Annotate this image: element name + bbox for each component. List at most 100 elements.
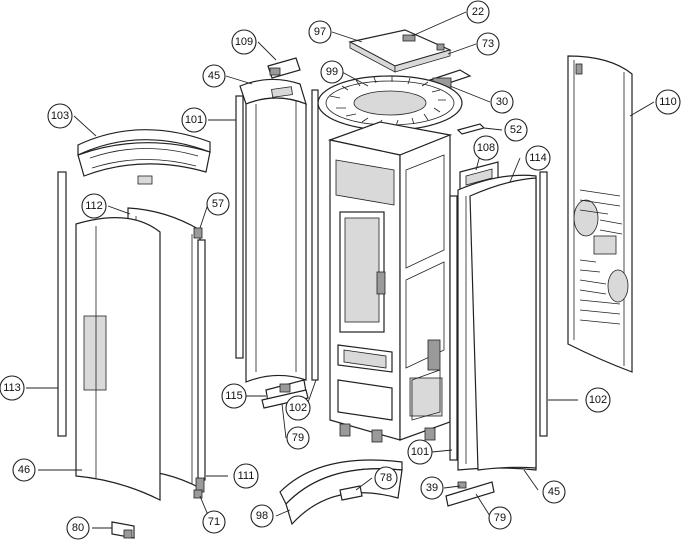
callout-number: 78 xyxy=(380,472,392,484)
callout-circle xyxy=(490,90,514,114)
callout-number: 98 xyxy=(256,510,268,522)
callout-c80: 80 xyxy=(66,516,90,540)
callout-c71: 71 xyxy=(202,510,226,534)
callout-number: 71 xyxy=(208,516,220,528)
callout-c78: 78 xyxy=(374,466,398,490)
bracket-109 xyxy=(267,57,301,79)
callout-circle xyxy=(66,516,90,540)
callout-number: 111 xyxy=(238,470,255,482)
right-front-panel xyxy=(457,174,537,471)
callout-number: 79 xyxy=(494,512,506,524)
callout-number: 30 xyxy=(496,96,508,108)
bracket-79-right xyxy=(445,481,495,507)
callout-circle xyxy=(0,375,25,401)
callout-number: 109 xyxy=(235,36,253,48)
side-strip-113 xyxy=(57,171,67,437)
callout-circle xyxy=(206,192,230,216)
left-rear-panel xyxy=(239,78,307,383)
callout-circle xyxy=(476,32,500,56)
callout-circle xyxy=(81,193,107,219)
side-strip-101-left xyxy=(235,95,244,359)
callout-c102b: 102 xyxy=(585,387,611,413)
callout-circle xyxy=(320,60,344,84)
callout-c103: 103 xyxy=(47,103,73,129)
callout-c98: 98 xyxy=(250,504,274,528)
callout-c102a: 102 xyxy=(285,395,311,421)
callout-number: 113 xyxy=(3,382,21,394)
callout-c22: 22 xyxy=(466,0,490,24)
bottom-ring-98 xyxy=(279,459,403,526)
callout-circle xyxy=(181,107,207,133)
callout-number: 102 xyxy=(289,402,307,414)
callout-c97: 97 xyxy=(308,20,332,44)
hook-52 xyxy=(456,123,486,135)
callout-circle xyxy=(407,439,433,465)
callout-c110: 110 xyxy=(655,89,681,115)
bracket-79-left xyxy=(261,389,309,409)
callout-number: 46 xyxy=(18,464,30,476)
callout-number: 52 xyxy=(510,124,522,136)
callout-circle xyxy=(202,64,226,88)
callout-number: 110 xyxy=(659,96,677,108)
callout-circle xyxy=(655,89,681,115)
callout-number: 80 xyxy=(72,522,84,534)
side-strip-101-right xyxy=(449,195,458,461)
rear-perforated-panel-110 xyxy=(567,55,633,373)
callout-circle xyxy=(202,510,226,534)
clip-71 xyxy=(193,489,203,499)
callout-number: 108 xyxy=(477,142,495,154)
callout-c45a: 45 xyxy=(202,64,226,88)
clip-22 xyxy=(402,34,416,42)
top-ring-103 xyxy=(77,129,211,185)
callout-circle xyxy=(488,506,512,530)
callout-c108: 108 xyxy=(473,135,499,161)
callout-circle xyxy=(12,458,36,482)
callout-number: 22 xyxy=(472,6,484,18)
callout-number: 57 xyxy=(212,198,224,210)
callout-circle xyxy=(473,135,499,161)
callout-c111: 111 xyxy=(233,463,259,489)
callout-number: 101 xyxy=(185,114,203,126)
callout-number: 114 xyxy=(529,152,547,164)
clip-57 xyxy=(193,227,203,239)
front-panel-46 xyxy=(75,217,161,501)
callout-circle xyxy=(585,387,611,413)
callout-c101a: 101 xyxy=(181,107,207,133)
callout-number: 115 xyxy=(225,390,243,402)
callout-c45b: 45 xyxy=(542,480,566,504)
callout-number: 39 xyxy=(426,482,438,494)
callout-number: 101 xyxy=(411,446,429,458)
callout-c46: 46 xyxy=(12,458,36,482)
callout-c57: 57 xyxy=(206,192,230,216)
callout-circle xyxy=(542,480,566,504)
callout-c73: 73 xyxy=(476,32,500,56)
callout-c79a: 79 xyxy=(286,426,310,450)
callout-c115: 115 xyxy=(221,383,247,409)
side-strip-102-inner xyxy=(311,89,319,381)
callout-circle xyxy=(250,504,274,528)
callout-number: 99 xyxy=(326,66,338,78)
callout-c30: 30 xyxy=(490,90,514,114)
callout-circle xyxy=(525,145,551,171)
callout-circle xyxy=(466,0,490,24)
callout-circle xyxy=(308,20,332,44)
clip-39 xyxy=(457,481,467,489)
callout-c79b: 79 xyxy=(488,506,512,530)
callout-circle xyxy=(286,426,310,450)
callout-number: 112 xyxy=(85,200,103,212)
callout-number: 73 xyxy=(482,38,494,50)
callout-circle xyxy=(233,463,259,489)
callout-c52: 52 xyxy=(504,118,528,142)
callout-number: 97 xyxy=(314,26,326,38)
callout-c101b: 101 xyxy=(407,439,433,465)
bracket-80 xyxy=(111,521,135,539)
callout-c114: 114 xyxy=(525,145,551,171)
callout-c39: 39 xyxy=(420,476,444,500)
callout-c99: 99 xyxy=(320,60,344,84)
callout-circle xyxy=(221,383,247,409)
callout-circle xyxy=(504,118,528,142)
callout-circle xyxy=(374,466,398,490)
callout-circle xyxy=(47,103,73,129)
callout-c109: 109 xyxy=(231,29,257,55)
